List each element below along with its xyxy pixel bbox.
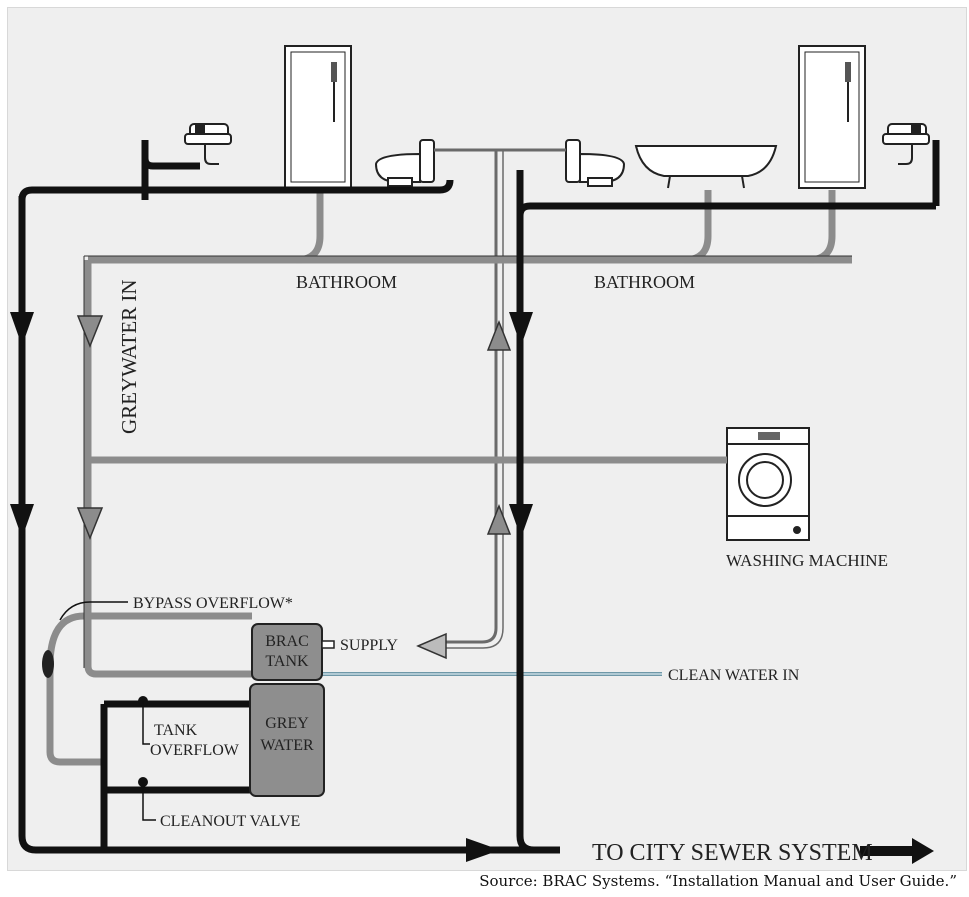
- greywater-pipe: [46, 190, 852, 766]
- bypass-overflow-label: BYPASS OVERFLOW*: [133, 595, 293, 612]
- grey-water-label-2: WATER: [260, 737, 314, 754]
- sewer-arrow-right: [466, 838, 500, 862]
- washing-machine-label: WASHING MACHINE: [726, 551, 888, 570]
- sink-left-icon: [184, 123, 232, 165]
- toilet-right-icon: [565, 139, 626, 187]
- bypass-overflow-leader: [59, 601, 128, 621]
- clean-water-in-label: CLEAN WATER IN: [668, 667, 800, 684]
- bathtub-icon: [634, 145, 778, 189]
- brac-tank-label-1: BRAC: [265, 633, 309, 650]
- shower-right-icon: [798, 45, 866, 189]
- bypass-valve-icon: [42, 650, 54, 678]
- grey-water-tank-icon: [249, 683, 325, 797]
- toilet-left-icon: [374, 139, 435, 187]
- shower-left-icon: [284, 45, 352, 189]
- tank-overflow-leader: [142, 701, 150, 745]
- supply-arrow-up-1: [486, 319, 512, 351]
- supply-label: SUPPLY: [340, 637, 398, 654]
- brac-tank-label-2: TANK: [265, 653, 309, 670]
- bathroom-left-label: BATHROOM: [296, 272, 397, 292]
- greywater-in-label: GREYWATER IN: [117, 279, 141, 434]
- greywater-arrow-down-2: [76, 507, 104, 541]
- tank-overflow-label-2: OVERFLOW: [150, 742, 240, 759]
- cleanout-valve-leader: [142, 782, 156, 821]
- grey-water-label-1: GREY: [265, 715, 309, 732]
- bathroom-right-label: BATHROOM: [594, 272, 695, 292]
- supply-pipe: [434, 148, 566, 649]
- sewer-arrow-down-right-1: [509, 312, 533, 346]
- city-sewer-arrow-icon: [860, 838, 934, 864]
- to-city-sewer-label: TO CITY SEWER SYSTEM: [592, 840, 873, 866]
- tank-overflow-label-1: TANK: [154, 722, 198, 739]
- brac-tank-icon: [251, 623, 323, 681]
- supply-arrow-left: [416, 632, 447, 660]
- supply-arrow-up-2: [486, 503, 512, 535]
- cleanout-valve-label: CLEANOUT VALVE: [160, 813, 300, 830]
- sink-right-icon: [882, 123, 930, 165]
- supply-connector-icon: [321, 640, 335, 649]
- sewer-pipe: [18, 140, 940, 854]
- sewer-arrow-down-left-1: [10, 312, 34, 346]
- washing-machine-icon: [726, 427, 810, 541]
- source-caption: Source: BRAC Systems. “Installation Manu…: [479, 872, 957, 890]
- greywater-arrow-down-1: [76, 315, 104, 349]
- sewer-arrow-down-left-2: [10, 504, 34, 538]
- sewer-arrow-down-right-2: [509, 504, 533, 538]
